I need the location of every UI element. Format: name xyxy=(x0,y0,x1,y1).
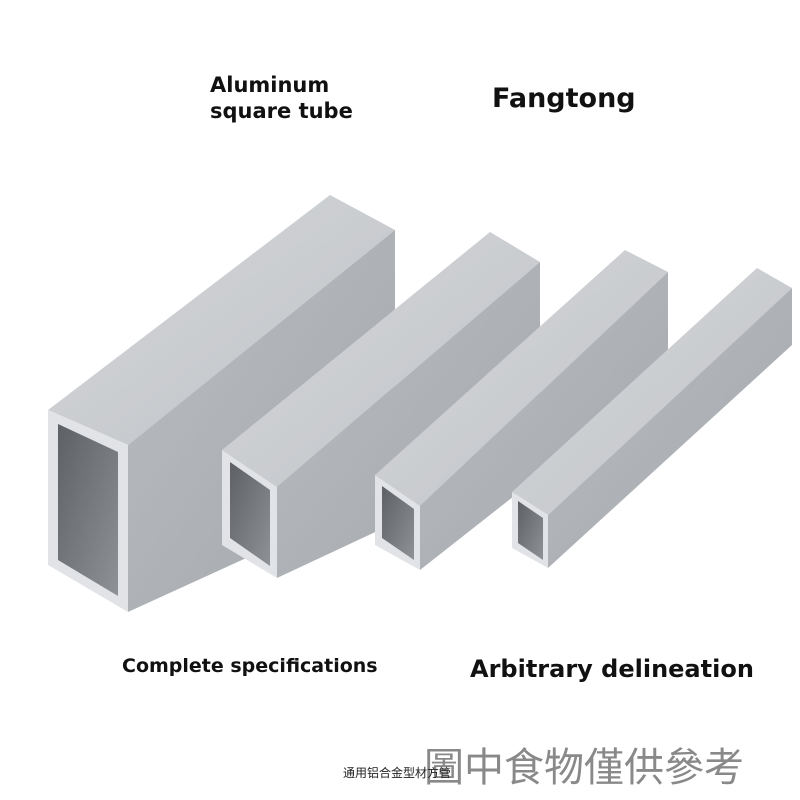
caption-aluminum-line1: Aluminum xyxy=(210,73,330,97)
tube-4 xyxy=(512,268,792,568)
watermark-text: 圖中食物僅供參考 xyxy=(424,745,744,791)
tube-2 xyxy=(222,232,540,578)
tube-1-opening xyxy=(58,424,118,596)
tube-1-top-face xyxy=(48,195,395,445)
tube-3-opening xyxy=(382,486,414,560)
tube-3-side-face xyxy=(420,272,668,570)
caption-aluminum-square-tube: Aluminum square tube xyxy=(210,72,430,125)
tube-4-opening xyxy=(518,501,543,560)
tube-2-top-face xyxy=(222,232,540,487)
footnote-chinese-label: 通用铝合金型材方管 xyxy=(343,766,452,780)
tube-2-side-face xyxy=(277,262,540,578)
caption-aluminum-line2: square tube xyxy=(210,99,353,124)
tube-3 xyxy=(375,250,668,570)
caption-complete-specifications: Complete specifications xyxy=(122,655,378,677)
tube-4-top-face xyxy=(512,268,792,515)
tube-4-side-face xyxy=(548,288,792,568)
caption-arbitrary-delineation: Arbitrary delineation xyxy=(470,655,754,683)
caption-fangtong: Fangtong xyxy=(492,83,636,114)
tube-3-top-face xyxy=(375,250,668,506)
tube-2-opening xyxy=(230,462,270,566)
